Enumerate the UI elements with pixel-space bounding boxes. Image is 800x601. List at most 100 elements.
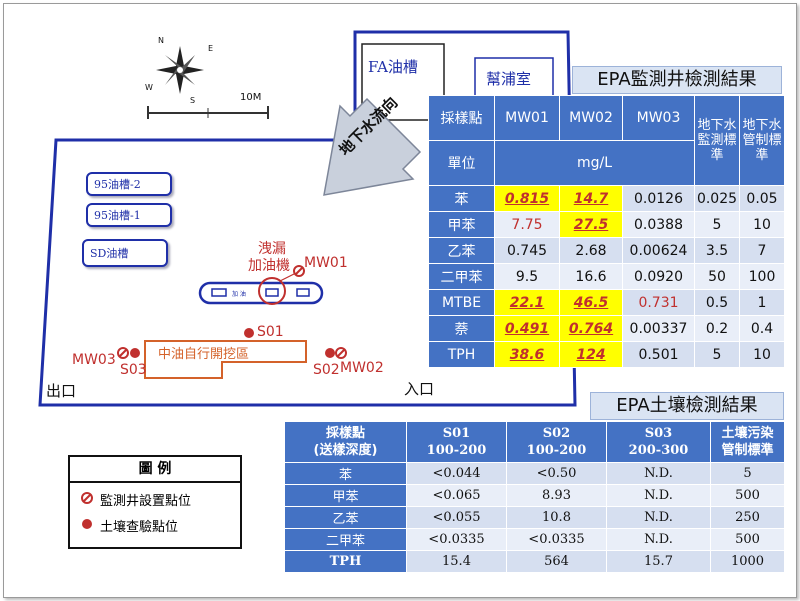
gw-header-site: 採樣點 [428, 95, 495, 141]
gw-cell: 0.745 [494, 237, 560, 264]
gw-cell: 0.025 [694, 185, 740, 212]
soil-cell: 5 [710, 462, 785, 485]
legend-soil-icon [82, 519, 92, 529]
soil-header-site-l1: 採樣點 [325, 426, 365, 441]
soil-cell: <0.0335 [506, 528, 607, 551]
soil-cell: N.D. [606, 484, 711, 507]
soil-cell: 15.7 [606, 550, 711, 573]
gw-unit-value: mg/L [494, 140, 695, 186]
table-row: 乙苯 0.745 2.68 0.00624 3.5 7 [428, 237, 785, 264]
legend-soil-label: 土壤查驗點位 [100, 520, 179, 535]
soil-row-name: TPH [284, 550, 407, 573]
gw-cell: 46.5 [559, 289, 623, 316]
table-row: TPH 38.6 124 0.501 5 10 [428, 341, 785, 368]
table-row: 乙苯 <0.055 10.8 N.D. 250 [284, 506, 785, 529]
s02-label: S02 [313, 362, 340, 378]
soil-cell: <0.50 [506, 462, 607, 485]
gw-row-name: 萘 [428, 315, 495, 342]
monitoring-well-mw02-icon [335, 347, 347, 359]
gw-header-mw02: MW02 [559, 95, 623, 141]
soil-cell: 15.4 [406, 550, 507, 573]
compass-e-label: E [208, 44, 214, 53]
mw01-label: MW01 [304, 255, 348, 271]
gw-cell: 5 [694, 341, 740, 368]
compass-n-label: N [158, 36, 164, 45]
table-row: MTBE 22.1 46.5 0.731 0.5 1 [428, 289, 785, 316]
soil-header-s01-l2: 100-200 [426, 443, 487, 458]
soil-row-name: 甲苯 [284, 484, 407, 507]
soil-row-name: 苯 [284, 462, 407, 485]
tank-sd: SD油槽 [82, 239, 168, 267]
soil-point-s02-icon [325, 348, 335, 358]
tank-95-1: 95油槽-1 [86, 203, 172, 227]
soil-header-s02-l1: S02 [542, 426, 571, 441]
leak-dispenser-marker [258, 277, 286, 305]
gw-cell: 100 [739, 263, 785, 290]
gw-cell: 7.75 [494, 211, 560, 238]
gw-cell: 27.5 [559, 211, 623, 238]
compass-w-label: W [145, 83, 153, 92]
soil-point-s01-icon [244, 328, 254, 338]
tank-95-1-label: 95油槽-1 [94, 209, 141, 222]
gw-cell: 0.501 [622, 341, 695, 368]
table-row: 二甲苯 <0.0335 <0.0335 N.D. 500 [284, 528, 785, 551]
groundwater-flow-arrow-icon [323, 97, 422, 196]
soil-header-std: 土壤污染管制標準 [710, 421, 785, 463]
soil-header-s03: S03 200-300 [606, 421, 711, 463]
soil-header-s03-l1: S03 [644, 426, 673, 441]
gw-cell: 9.5 [494, 263, 560, 290]
gw-cell: 0.731 [622, 289, 695, 316]
table-row: 萘 0.491 0.764 0.00337 0.2 0.4 [428, 315, 785, 342]
gw-cell: 10 [739, 341, 785, 368]
soil-row-name: 乙苯 [284, 506, 407, 529]
mw02-label: MW02 [340, 360, 384, 376]
gw-cell: 5 [694, 211, 740, 238]
gw-cell: 124 [559, 341, 623, 368]
gw-cell: 2.68 [559, 237, 623, 264]
soil-cell: 564 [506, 550, 607, 573]
gw-cell: 0.00624 [622, 237, 695, 264]
soil-header-s01-l1: S01 [442, 426, 471, 441]
table-row: 苯 0.815 14.7 0.0126 0.025 0.05 [428, 185, 785, 212]
monitoring-well-mw03-icon [117, 347, 129, 359]
table-row: 甲苯 <0.065 8.93 N.D. 500 [284, 484, 785, 507]
soil-header-std-l2: 管制標準 [721, 443, 774, 458]
entrance-label: 入口 [404, 380, 435, 398]
soil-cell: N.D. [606, 528, 711, 551]
scale-label: 10M [240, 92, 262, 103]
gw-cell: 1 [739, 289, 785, 316]
legend-well-icon [81, 492, 93, 504]
gw-cell: 0.0126 [622, 185, 695, 212]
soil-cell: 1000 [710, 550, 785, 573]
gw-cell: 0.05 [739, 185, 785, 212]
gw-cell: 0.5 [694, 289, 740, 316]
soil-table: 採樣點 (送樣深度) S01 100-200 S02 100-200 S03 200-3… [284, 421, 785, 573]
legend: 圖 例 監測井設置點位 土壤查驗點位 [68, 455, 242, 549]
gw-cell: 0.491 [494, 315, 560, 342]
mw03-label: MW03 [72, 352, 116, 368]
tank-sd-label: SD油槽 [90, 247, 129, 260]
soil-cell: 250 [710, 506, 785, 529]
soil-header-s02: S02 100-200 [506, 421, 607, 463]
monitoring-well-mw01-icon [293, 265, 305, 277]
soil-cell: <0.065 [406, 484, 507, 507]
soil-cell: N.D. [606, 506, 711, 529]
gw-cell: 50 [694, 263, 740, 290]
soil-header-s02-l2: 100-200 [526, 443, 587, 458]
table-row: 二甲苯 9.5 16.6 0.0920 50 100 [428, 263, 785, 290]
legend-well-label: 監測井設置點位 [100, 494, 192, 509]
groundwater-title: EPA監測井檢測結果 [572, 66, 782, 94]
exit-label: 出口 [46, 382, 77, 400]
compass-s-label: S [190, 96, 196, 105]
soil-cell: 500 [710, 484, 785, 507]
soil-point-s03-icon [130, 348, 140, 358]
soil-header-site-l2: (送樣深度) [313, 443, 378, 458]
gw-cell: 14.7 [559, 185, 623, 212]
gw-cell: 0.2 [694, 315, 740, 342]
fa-tank-label: FA油槽 [368, 58, 418, 76]
soil-cell: N.D. [606, 462, 711, 485]
table-row: 苯 <0.044 <0.50 N.D. 5 [284, 462, 785, 485]
gw-cell: 0.815 [494, 185, 560, 212]
soil-header-s03-l2: 200-300 [628, 443, 689, 458]
leak-label-2: 加油機 [248, 258, 290, 274]
